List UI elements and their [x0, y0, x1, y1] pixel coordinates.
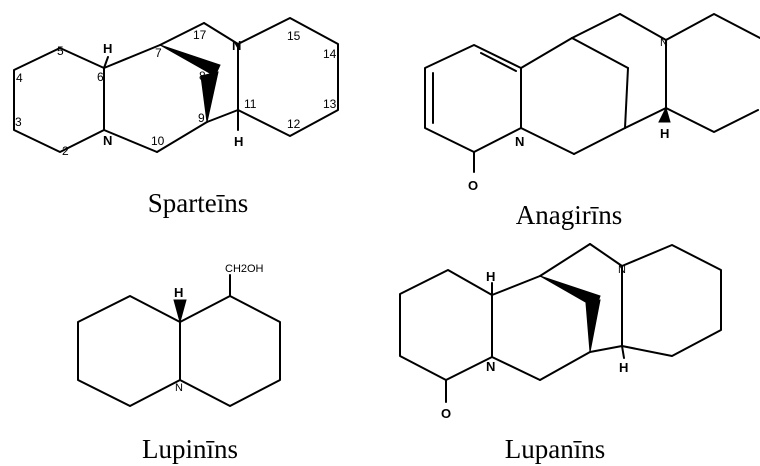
sparteine-locant-15: 15	[287, 29, 301, 43]
sparteine-locant-14: 14	[323, 47, 337, 61]
lupanine-n-1: N	[486, 359, 495, 374]
sparteine-locant-2: 2	[62, 144, 69, 158]
sparteine-locant-5: 5	[57, 44, 64, 58]
sparteine-h-11: H	[234, 134, 243, 149]
sparteine-locant-10: 10	[151, 134, 165, 148]
lupanine-structure	[399, 243, 722, 403]
sparteine-locant-11: 11	[244, 97, 257, 111]
sparteine-n-1: N	[103, 133, 112, 148]
lupinine-ch2oh-label: CH2OH	[225, 263, 264, 275]
sparteine-h-6: H	[103, 41, 112, 56]
sparteine-locant-6: 6	[97, 70, 104, 84]
anagyrine-n-16: N	[660, 37, 668, 49]
lupinine-n: N	[175, 382, 183, 394]
lupanine-caption: Lupanīns	[505, 434, 606, 464]
anagyrine-n-1: N	[515, 134, 524, 149]
lupanine-h-6: H	[486, 269, 495, 284]
anagyrine-caption: Anagirīns	[516, 200, 622, 230]
anagyrine-oxygen: O	[468, 178, 478, 193]
lupinine-h: H	[174, 285, 183, 300]
sparteine-locant-3: 3	[15, 115, 22, 129]
sparteine-locant-7: 7	[155, 46, 162, 60]
lupinine-structure	[77, 274, 281, 407]
anagyrine-h-11: H	[660, 126, 669, 141]
sparteine-locant-4: 4	[16, 71, 23, 85]
lupanine-n-16: N	[618, 264, 626, 276]
sparteine-caption: Sparteīns	[148, 188, 249, 218]
sparteine-locant-9: 9	[198, 111, 205, 125]
sparteine-n-16: N	[232, 38, 241, 53]
anagyrine-structure	[424, 13, 760, 173]
sparteine-locant-12: 12	[287, 117, 301, 131]
sparteine-locant-8: 8	[199, 69, 206, 83]
lupanine-h-11: H	[619, 360, 628, 375]
sparteine-locant-17: 17	[193, 28, 207, 42]
sparteine-locant-13: 13	[323, 97, 337, 111]
lupanine-oxygen: O	[441, 406, 451, 421]
sparteine-structure	[13, 17, 339, 153]
lupinine-caption: Lupinīns	[142, 434, 238, 464]
